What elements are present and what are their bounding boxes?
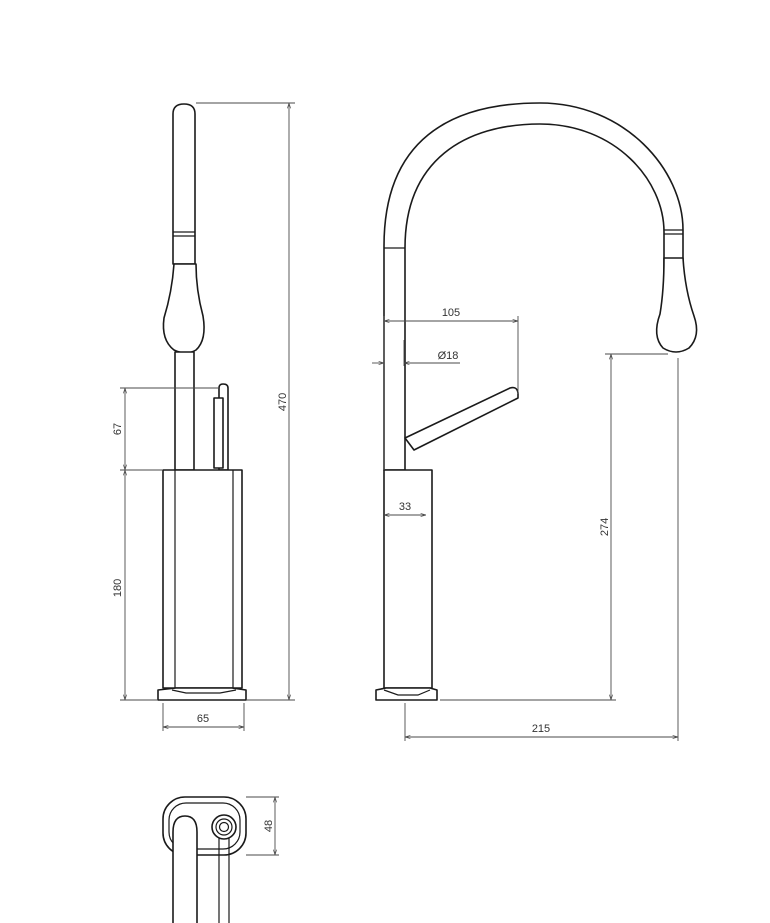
dim-body-depth: 33 <box>399 501 411 513</box>
front-spray-head <box>162 263 205 354</box>
side-view: 105 Ø18 33 274 215 <box>372 102 698 741</box>
front-body <box>162 469 243 689</box>
side-spray-head <box>655 257 698 353</box>
dim-spout-diameter: Ø18 <box>438 350 459 362</box>
dim-spout-reach: 215 <box>532 723 550 735</box>
front-base-detail <box>171 689 237 694</box>
top-handle-socket-inner <box>215 818 233 836</box>
top-handle-socket-core <box>218 821 230 833</box>
dim-overall-height: 470 <box>277 393 289 411</box>
top-handle-lever <box>218 838 230 923</box>
side-handle-lever <box>404 386 519 451</box>
front-base <box>157 687 247 701</box>
side-gooseneck <box>383 102 684 471</box>
front-view: 470 67 180 65 <box>112 102 295 731</box>
front-spout-tube <box>172 103 196 265</box>
top-spout <box>172 815 198 923</box>
dim-body-height: 180 <box>112 579 124 597</box>
dim-base-depth: 48 <box>263 820 275 832</box>
dim-base-width: 65 <box>197 713 209 725</box>
top-base-inner <box>168 802 241 850</box>
front-neck <box>174 351 195 471</box>
dim-handle-height: 67 <box>112 423 124 435</box>
dim-reach-to-lever: 105 <box>442 307 460 319</box>
top-view: 48 <box>162 796 279 923</box>
front-handle-stem <box>213 397 224 469</box>
side-base <box>375 687 438 701</box>
side-base-detail <box>383 689 431 696</box>
dim-spout-clearance: 274 <box>599 518 611 536</box>
